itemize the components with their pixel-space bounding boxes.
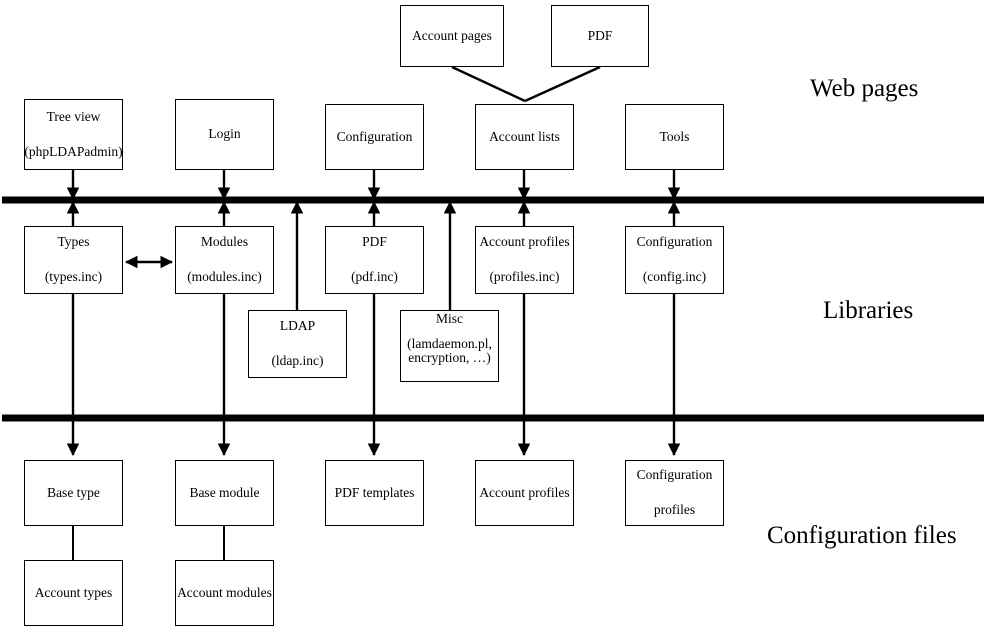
node-label-primary: Account pages bbox=[412, 27, 492, 43]
node-label-primary: Account types bbox=[34, 584, 113, 600]
node-misc-lib: Misc (lamdaemon.pl, encryption, …) bbox=[400, 310, 499, 382]
node-label-secondary: (config.inc) bbox=[642, 269, 707, 284]
node-account-profiles-file: Account profiles bbox=[475, 460, 574, 526]
node-label-primary: Modules bbox=[200, 234, 249, 250]
node-label-primary: LDAP bbox=[279, 318, 316, 334]
node-label-primary: Base type bbox=[47, 484, 100, 500]
node-label-primary: Account modules bbox=[177, 584, 272, 600]
node-account-lists: Account lists bbox=[475, 104, 574, 170]
node-ldap-lib: LDAP (ldap.inc) bbox=[248, 310, 347, 378]
account-pages-to-account-lists bbox=[451, 65, 526, 103]
pdf-top-to-account-lists bbox=[524, 65, 601, 103]
node-label-primary: Configuration bbox=[336, 128, 413, 144]
node-tools: Tools bbox=[625, 104, 724, 170]
connectors-group bbox=[66, 65, 681, 560]
node-configuration-profiles-file: Configuration profiles bbox=[625, 460, 724, 526]
node-label-primary: Account lists bbox=[489, 128, 560, 144]
node-label-primary: Configuration bbox=[636, 467, 713, 483]
node-label-secondary: (types.inc) bbox=[44, 269, 103, 284]
node-base-module: Base module bbox=[175, 460, 274, 526]
node-label-primary: Tree view bbox=[46, 108, 101, 124]
node-label-primary: Misc bbox=[436, 311, 463, 326]
node-label-primary: Account profiles bbox=[479, 234, 570, 250]
node-label-secondary: (phpLDAPadmin) bbox=[24, 143, 123, 159]
node-label-secondary: (profiles.inc) bbox=[489, 269, 560, 284]
node-label-secondary: (lamdaemon.pl, encryption, …) bbox=[407, 335, 492, 366]
node-pdf-top: PDF bbox=[551, 5, 649, 67]
node-label-primary: Configuration bbox=[636, 234, 713, 250]
node-label-secondary: (pdf.inc) bbox=[351, 269, 398, 284]
node-label-primary: Tools bbox=[659, 128, 690, 144]
section-label-configuration-files: Configuration files bbox=[767, 522, 957, 549]
node-login: Login bbox=[175, 99, 274, 170]
node-account-types: Account types bbox=[24, 560, 123, 626]
node-label-primary: Account profiles bbox=[479, 484, 570, 500]
node-tree-view: Tree view (phpLDAPadmin) bbox=[24, 99, 123, 170]
node-account-pages: Account pages bbox=[400, 5, 504, 67]
node-label-primary: PDF bbox=[362, 234, 387, 250]
section-label-libraries: Libraries bbox=[823, 297, 914, 324]
node-account-modules: Account modules bbox=[175, 560, 274, 626]
node-modules-lib: Modules (modules.inc) bbox=[175, 226, 274, 294]
divider-bars-group bbox=[2, 196, 984, 422]
node-profiles-lib: Account profiles (profiles.inc) bbox=[475, 226, 574, 294]
node-label-primary: Types bbox=[57, 234, 90, 250]
node-pdf-templates: PDF templates bbox=[325, 460, 424, 526]
node-base-type: Base type bbox=[24, 460, 123, 526]
node-label-primary: PDF bbox=[587, 27, 613, 43]
node-types-lib: Types (types.inc) bbox=[24, 226, 123, 294]
section-label-web-pages: Web pages bbox=[810, 75, 919, 102]
node-label-secondary: (modules.inc) bbox=[187, 269, 262, 284]
node-label-secondary: (ldap.inc) bbox=[271, 353, 324, 368]
node-pdf-lib: PDF (pdf.inc) bbox=[325, 226, 424, 294]
node-label-primary: Login bbox=[208, 126, 241, 142]
node-label-primary: Base module bbox=[189, 484, 260, 500]
node-configuration-page: Configuration bbox=[325, 104, 424, 170]
node-label-secondary: profiles bbox=[653, 502, 696, 517]
node-config-lib: Configuration (config.inc) bbox=[625, 226, 724, 294]
node-label-primary: PDF templates bbox=[334, 484, 415, 500]
